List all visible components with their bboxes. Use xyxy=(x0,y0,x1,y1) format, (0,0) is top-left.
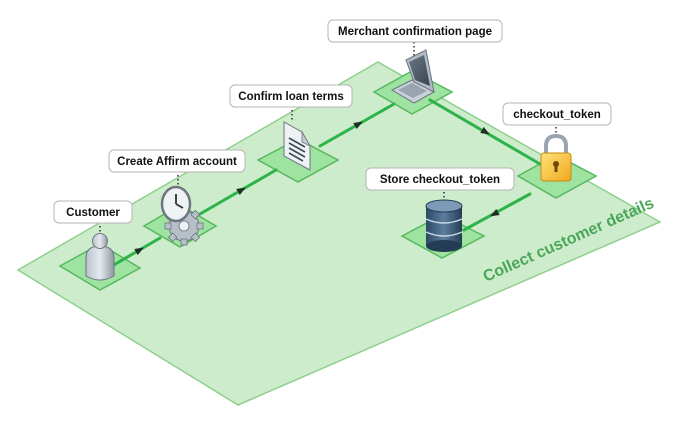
arrow-to-merchant-page xyxy=(353,121,363,130)
person-icon xyxy=(85,233,115,281)
customer-label: Customer xyxy=(66,207,120,219)
lock-icon xyxy=(540,133,572,182)
clock-gears-icon xyxy=(160,185,204,246)
create-account-label: Create Affirm account xyxy=(117,156,237,168)
arrow-to-confirm-terms xyxy=(236,187,246,196)
laptop-icon xyxy=(390,49,436,104)
collect-details-region xyxy=(16,61,662,406)
store-token-label: Store checkout_token xyxy=(380,174,500,186)
database-icon xyxy=(425,199,463,252)
document-icon xyxy=(283,121,312,171)
callout-customer: Customer xyxy=(53,200,133,224)
callout-confirm-terms: Confirm loan terms xyxy=(229,84,353,108)
callout-merchant-page: Merchant confirmation page xyxy=(327,19,503,43)
arrow-to-create-account xyxy=(134,247,144,256)
callout-create-account: Create Affirm account xyxy=(108,149,246,173)
merchant-page-label: Merchant confirmation page xyxy=(338,26,492,38)
arrowheads xyxy=(134,121,500,256)
arrow-to-checkout-token xyxy=(480,126,490,135)
arrow-to-store-token xyxy=(490,208,500,217)
callout-store-token: Store checkout_token xyxy=(365,167,515,191)
confirm-terms-label: Confirm loan terms xyxy=(238,91,343,103)
callout-checkout-token: checkout_token xyxy=(502,102,612,126)
checkout-token-label: checkout_token xyxy=(513,109,601,121)
